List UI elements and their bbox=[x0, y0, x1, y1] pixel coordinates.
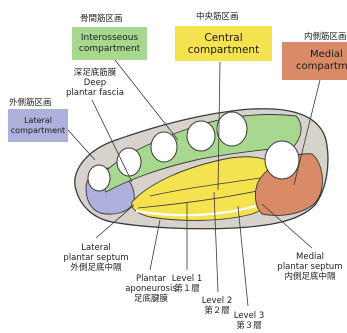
sesamoid-bone bbox=[264, 140, 300, 180]
deep-fascia-jp: 深足底筋膜 bbox=[73, 68, 117, 78]
metatarsal-5 bbox=[87, 164, 111, 192]
lateral-septum-en-line1: Lateral bbox=[81, 243, 111, 253]
deep-fascia-en-line2: plantar fascia bbox=[66, 88, 124, 98]
lateral-label-line1: Lateral bbox=[24, 115, 52, 125]
lateral-septum-label: Lateral plantar septum 外側足底中隔 bbox=[58, 243, 134, 273]
leader-deep-fascia bbox=[91, 99, 133, 183]
plantar-aponeurosis-band bbox=[135, 204, 257, 217]
deep-fascia-label: 深足底筋膜 Deep plantar fascia bbox=[62, 68, 128, 98]
metatarsal-1 bbox=[216, 111, 248, 147]
central-label-line1: Central bbox=[204, 31, 243, 44]
leader-lateral bbox=[67, 129, 96, 161]
medial-septum-en-line1: Medial bbox=[296, 252, 324, 262]
medial-compartment-box: Medial compartment bbox=[282, 42, 347, 80]
lateral-compartment-box: Lateral compartment bbox=[8, 109, 68, 142]
interosseous-label-line1: Interosseous bbox=[80, 32, 139, 43]
level-2-label: Level 2 第２層 bbox=[196, 296, 238, 316]
lateral-septum-jp: 外側足底中隔 bbox=[70, 263, 122, 273]
medial-septum-label: Medial plantar septum 内側足底中隔 bbox=[274, 252, 346, 282]
leader-aponeurosis bbox=[149, 219, 161, 271]
leader-medial-septum bbox=[261, 203, 313, 249]
lateral-jp-label: 外側筋区画 bbox=[9, 98, 52, 108]
lateral-label-line2: compartment bbox=[10, 125, 66, 135]
medial-jp-label: 内側筋区画 bbox=[304, 32, 347, 42]
central-compartment-box: Central compartment bbox=[175, 26, 272, 61]
level-2-line bbox=[149, 177, 261, 197]
deep-fascia-en-line1: Deep bbox=[83, 78, 107, 88]
aponeurosis-jp: 足底腱膜 bbox=[133, 294, 168, 304]
leader-lateral-septum bbox=[95, 204, 135, 239]
metatarsal-3 bbox=[150, 131, 178, 163]
aponeurosis-label: Plantar aponeurosis 足底腱膜 bbox=[116, 274, 186, 304]
level-3-label: Level 3 第３層 bbox=[228, 311, 270, 331]
central-jp-label: 中央筋区画 bbox=[196, 12, 239, 22]
interosseous-compartment-box: Interosseous compartment bbox=[72, 27, 147, 60]
interosseous-label-line2: compartment bbox=[78, 43, 141, 54]
level-2-jp: 第２層 bbox=[204, 306, 230, 316]
central-label-line2: compartment bbox=[187, 43, 260, 56]
leader-level3 bbox=[237, 205, 249, 307]
medial-label-line2: compartment bbox=[296, 61, 347, 72]
medial-septum-en-line2: plantar septum bbox=[277, 262, 343, 272]
leader-central bbox=[217, 61, 221, 191]
leader-medial bbox=[293, 79, 321, 186]
level-3-jp: 第３層 bbox=[236, 321, 262, 331]
medial-label-line1: Medial bbox=[310, 49, 343, 60]
level-1-line bbox=[137, 189, 263, 209]
interosseous-jp-label: 骨間筋区画 bbox=[80, 14, 123, 24]
metatarsal-4 bbox=[116, 147, 142, 177]
medial-septum-jp: 内側足底中隔 bbox=[284, 272, 336, 282]
metatarsal-bones bbox=[87, 111, 300, 192]
metatarsal-2 bbox=[186, 120, 216, 152]
level-1-label: Level 1 第１層 bbox=[166, 274, 208, 294]
level-3-en: Level 3 bbox=[233, 311, 265, 321]
leader-interosseous bbox=[114, 59, 179, 141]
level-1-jp: 第１層 bbox=[174, 284, 200, 294]
level-1-en: Level 1 bbox=[171, 274, 203, 284]
leader-level2 bbox=[213, 191, 219, 293]
level-2-en: Level 2 bbox=[201, 296, 233, 306]
aponeurosis-en-line1: Plantar bbox=[135, 274, 167, 284]
lateral-septum-en-line2: plantar septum bbox=[63, 253, 129, 263]
aponeurosis-en-line2: aponeurosis bbox=[125, 284, 177, 294]
